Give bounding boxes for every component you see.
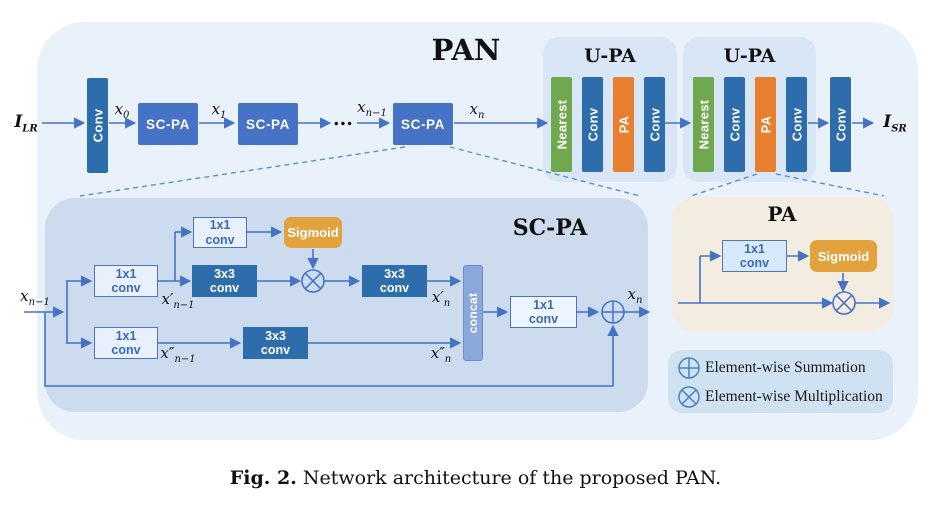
- pan-title: PAN: [431, 33, 501, 67]
- input-label: ILR: [14, 112, 38, 135]
- upa-title-2: U-PA: [723, 45, 776, 67]
- scpa-output-label: xn: [627, 285, 643, 306]
- upa1-nearest-block: Nearest: [551, 77, 572, 172]
- label-xpp-n-1: x″n−1: [160, 344, 196, 365]
- ellipsis: ...: [333, 108, 353, 130]
- upa2-conv-block-1: Conv: [724, 77, 745, 172]
- output-label: ISR: [883, 112, 907, 135]
- conv-block-output: Conv: [830, 77, 851, 172]
- scpa-block-1: SC-PA: [138, 103, 198, 145]
- conv-block-input: Conv: [87, 78, 108, 173]
- scpa-block-n: SC-PA: [393, 103, 453, 145]
- concat-block: concat: [463, 265, 483, 361]
- figure-caption: Fig. 2.Network architecture of the propo…: [0, 467, 951, 489]
- upa2-pa-block: PA: [755, 77, 776, 172]
- label-x0: x0: [114, 100, 130, 121]
- upa-title-1: U-PA: [584, 45, 636, 67]
- legend-container: [668, 350, 893, 413]
- label-xn-1: xn−1: [357, 98, 387, 119]
- label-x1: x1: [211, 100, 227, 121]
- upa1-conv-block-1: Conv: [582, 77, 603, 172]
- label-xpp-n: x″n: [430, 344, 452, 365]
- upa2-nearest-block: Nearest: [693, 77, 714, 172]
- sigmoid-block-scpa: Sigmoid: [284, 217, 342, 248]
- legend-multiplication-label: Element-wise Multiplication: [705, 388, 883, 405]
- upa1-pa-block: PA: [613, 77, 634, 172]
- caption-text: Network architecture of the proposed PAN…: [302, 467, 722, 489]
- scpa-block-2: SC-PA: [238, 103, 298, 145]
- scpa-detail-title: SC-PA: [512, 215, 588, 241]
- label-xp-n-1: x′n−1: [161, 290, 195, 311]
- label-xp-n: x′n: [431, 288, 451, 309]
- label-xn: xn: [469, 100, 485, 121]
- legend-summation-label: Element-wise Summation: [705, 359, 866, 376]
- pa-detail-title: PA: [767, 202, 797, 226]
- sigmoid-block-pa: Sigmoid: [810, 240, 877, 272]
- scpa-input-label: xn−1: [20, 287, 50, 308]
- caption-label: Fig. 2.: [229, 467, 297, 489]
- upa2-conv-block-2: Conv: [786, 77, 807, 172]
- upa1-conv-block-2: Conv: [644, 77, 665, 172]
